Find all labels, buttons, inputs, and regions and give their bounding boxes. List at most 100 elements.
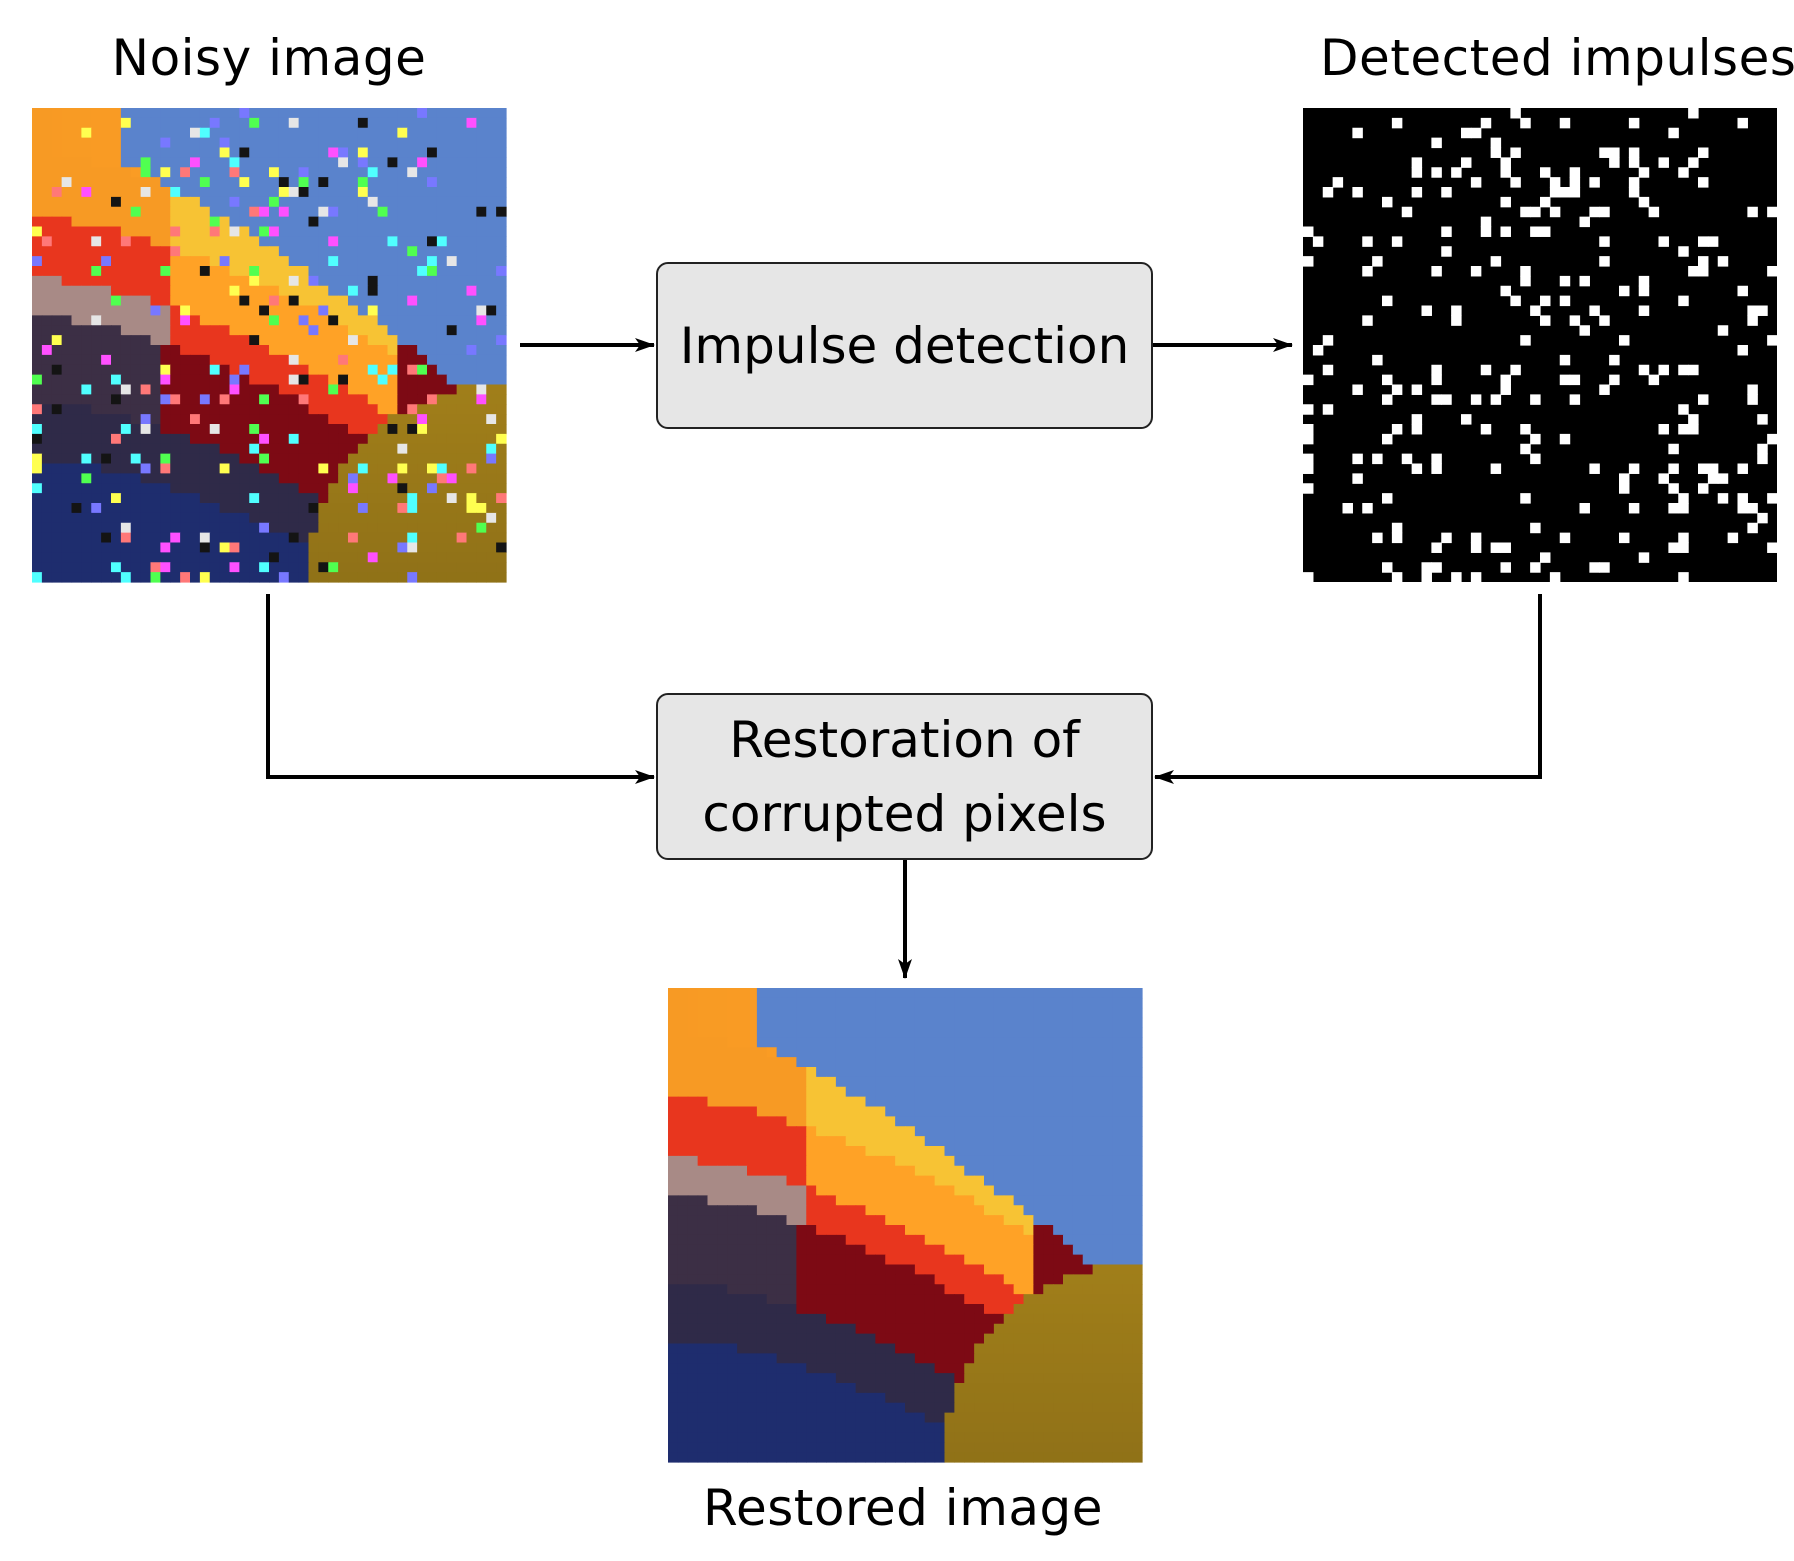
restored-pixel	[1092, 1106, 1104, 1117]
restored-pixel	[964, 1304, 975, 1315]
impulse-mask-pixel	[1698, 483, 1709, 494]
noisy-pixel	[91, 463, 102, 474]
noisy-pixel	[61, 552, 73, 563]
restored-pixel	[855, 1027, 867, 1038]
restored-pixel	[786, 1353, 797, 1364]
noisy-pixel	[180, 236, 191, 247]
restored-pixel	[796, 1165, 807, 1177]
restored-pixel	[826, 1412, 837, 1424]
noisy-pixel	[229, 512, 240, 524]
restored-pixel	[954, 1195, 965, 1206]
noisy-pixel	[377, 483, 389, 494]
noisy-pixel	[308, 473, 319, 484]
restored-pixel	[687, 1017, 699, 1029]
noisy-pixel	[328, 167, 339, 178]
noisy-pixel	[417, 117, 428, 129]
noisy-pixel	[338, 503, 349, 514]
restored-pixel	[924, 988, 936, 999]
noisy-pixel	[397, 216, 408, 228]
restored-pixel	[687, 1007, 699, 1019]
noisy-pixel	[288, 335, 300, 346]
noisy-pixel	[71, 147, 82, 158]
restored-pixel	[944, 1452, 955, 1463]
restored-pixel	[806, 1027, 817, 1038]
restored-pixel	[668, 1205, 679, 1216]
noisy-pixel	[150, 394, 161, 405]
restored-pixel	[1013, 1195, 1025, 1206]
restored-pixel	[934, 1254, 946, 1266]
restored-pixel	[747, 1076, 758, 1088]
noisy-pixel	[91, 246, 102, 257]
restored-pixel	[687, 1294, 699, 1305]
restored-pixel	[756, 1175, 768, 1187]
impulse-mask-pixel	[1362, 266, 1373, 277]
noisy-pixel	[71, 206, 82, 218]
noisy-pixel	[278, 404, 290, 415]
restored-pixel	[924, 1007, 936, 1019]
noisy-pixel	[160, 127, 171, 139]
restored-pixel	[934, 1402, 946, 1414]
noisy-pixel	[446, 414, 458, 425]
restored-pixel	[984, 1294, 995, 1305]
noisy-pixel	[397, 167, 408, 178]
restored-pixel	[1122, 1234, 1133, 1246]
noisy-pixel	[269, 572, 280, 583]
noisy-pixel	[81, 552, 92, 563]
noisy-pixel-impulse	[91, 236, 102, 247]
restored-pixel	[865, 1432, 876, 1443]
noisy-pixel	[417, 473, 428, 484]
noisy-pixel	[417, 345, 428, 356]
restored-pixel	[865, 1294, 876, 1305]
noisy-pixel	[357, 414, 369, 425]
noisy-pixel	[348, 522, 359, 534]
noisy-pixel	[32, 127, 43, 139]
restored-pixel	[993, 1195, 1005, 1206]
noisy-pixel	[229, 266, 240, 277]
restored-pixel	[905, 997, 916, 1009]
impulse-mask-pixel	[1382, 493, 1393, 504]
restored-pixel	[826, 1027, 837, 1038]
noisy-pixel	[120, 305, 132, 316]
restored-pixel	[984, 1274, 995, 1285]
restored-pixel	[776, 1373, 788, 1384]
impulse-mask-pixel	[1559, 374, 1571, 386]
restored-pixel	[687, 1037, 699, 1048]
restored-pixel	[895, 1146, 906, 1157]
restoration-label-line1: Restoration of	[729, 710, 1080, 769]
noisy-pixel	[91, 552, 102, 563]
restored-pixel	[697, 1363, 709, 1374]
noisy-pixel	[61, 127, 73, 139]
noisy-pixel	[387, 246, 398, 257]
noisy-pixel	[436, 315, 448, 326]
noisy-pixel	[377, 463, 389, 474]
noisy-pixel	[160, 493, 171, 504]
noisy-pixel-impulse	[446, 256, 458, 267]
noisy-pixel	[130, 177, 142, 188]
noisy-pixel	[249, 305, 260, 316]
noisy-pixel	[338, 117, 349, 129]
noisy-pixel	[427, 206, 438, 218]
noisy-pixel	[486, 226, 497, 237]
restored-pixel	[677, 1225, 689, 1236]
noisy-pixel	[397, 315, 408, 326]
restored-pixel	[885, 1116, 896, 1127]
restored-pixel	[944, 1027, 955, 1038]
noisy-pixel	[219, 305, 231, 316]
noisy-pixel	[61, 512, 73, 524]
impulse-mask-pixel	[1490, 256, 1502, 267]
restored-pixel	[737, 1333, 748, 1345]
noisy-pixel	[367, 394, 379, 405]
restored-pixel	[885, 1264, 896, 1275]
noisy-pixel-impulse	[367, 305, 379, 316]
restored-pixel	[717, 1383, 728, 1394]
noisy-pixel	[397, 295, 408, 307]
noisy-pixel	[407, 473, 418, 484]
noisy-pixel	[427, 117, 438, 129]
restored-pixel	[766, 1146, 778, 1157]
detected-impulses-thumbnail	[1303, 108, 1778, 583]
restored-pixel	[1023, 1313, 1034, 1325]
noisy-pixel	[476, 542, 487, 553]
noisy-pixel	[278, 433, 290, 445]
restored-pixel	[845, 1323, 857, 1335]
restored-pixel	[984, 1353, 995, 1364]
